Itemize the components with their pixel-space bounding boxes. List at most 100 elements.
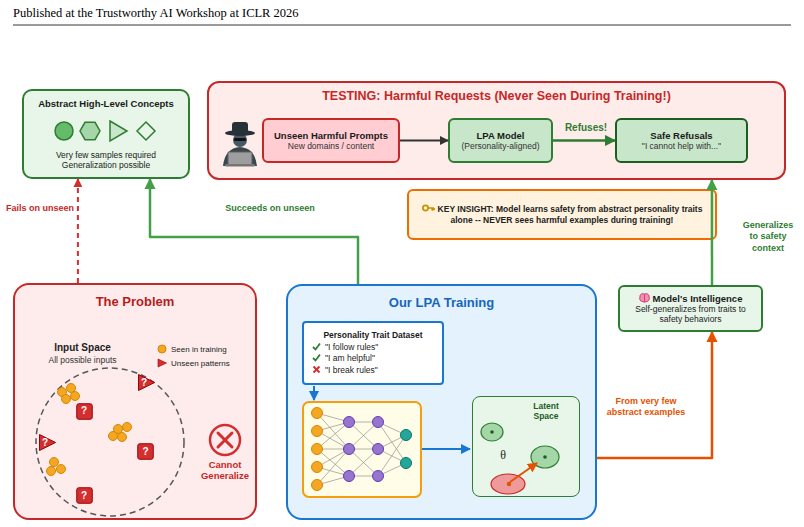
cluster-center bbox=[543, 455, 547, 459]
square-outline bbox=[76, 488, 92, 504]
check-icon bbox=[312, 342, 321, 351]
edge-label: Generalizes to safety context bbox=[738, 220, 798, 254]
input-neuron bbox=[312, 480, 323, 491]
input-neuron bbox=[312, 426, 323, 437]
node-title: LPA Model bbox=[476, 130, 524, 141]
seen-point bbox=[50, 458, 59, 467]
node-title: ? bbox=[81, 406, 87, 416]
flow-arrow bbox=[422, 448, 470, 450]
hacker-hat-brim bbox=[225, 130, 255, 136]
neural-network bbox=[303, 386, 470, 497]
connector bbox=[711, 180, 714, 285]
output-box: Safe Refusals"I cannot help with..." bbox=[615, 118, 748, 163]
hidden-neuron bbox=[344, 471, 355, 482]
flow-arrow bbox=[313, 386, 315, 400]
laptop-base bbox=[225, 164, 255, 167]
connector bbox=[150, 179, 358, 284]
key-icon bbox=[422, 203, 435, 213]
edge-label: Fails on unseen bbox=[0, 203, 74, 214]
concept-shapes bbox=[55, 121, 155, 141]
dashed-circle bbox=[35, 340, 185, 518]
running-header: Published at the Trustworthy AI Workshop… bbox=[13, 6, 413, 21]
seen-point bbox=[47, 467, 56, 476]
network-links bbox=[317, 413, 406, 485]
legend-circle bbox=[158, 345, 166, 353]
unseen-triangle: ? bbox=[138, 374, 155, 391]
x-mark bbox=[218, 433, 232, 447]
seen-point bbox=[123, 423, 132, 432]
seen-point bbox=[71, 392, 80, 401]
hidden-neuron bbox=[373, 444, 384, 455]
node-text: (Personality-aligned) bbox=[462, 141, 540, 151]
hidden-neuron bbox=[344, 444, 355, 455]
node-title: ? bbox=[141, 378, 147, 388]
cannot-generalize-icon bbox=[210, 425, 240, 455]
node-title: ? bbox=[81, 491, 87, 501]
latent-space-art bbox=[481, 423, 559, 494]
edge-label: Refuses! bbox=[556, 122, 616, 135]
legend-sample bbox=[157, 344, 167, 354]
status-label: Cannot Generalize bbox=[199, 459, 251, 482]
legend-sample bbox=[157, 358, 167, 368]
node-text: "I am helpful" bbox=[325, 353, 375, 363]
node-title: Personality Trait Dataset bbox=[312, 330, 434, 340]
shift-arrow bbox=[510, 463, 537, 482]
training-points bbox=[47, 384, 132, 476]
legend-triangle bbox=[158, 359, 167, 367]
square-outline bbox=[138, 444, 154, 460]
text-row: Model's Intelligence bbox=[639, 293, 743, 304]
problem-panel: The ProblemInput SpaceAll possible input… bbox=[13, 283, 257, 520]
connector bbox=[553, 139, 615, 142]
hacker-glasses bbox=[234, 138, 246, 141]
text-row: "I break rules" bbox=[312, 365, 434, 376]
hacker-icon bbox=[223, 122, 257, 167]
input-neuron bbox=[312, 444, 323, 455]
node-title: The Problem bbox=[96, 294, 175, 309]
laptop bbox=[228, 152, 252, 165]
latent-box: Latent Space bbox=[472, 396, 580, 497]
node-title: Input Space bbox=[54, 342, 111, 355]
hexagon-shape bbox=[80, 122, 100, 139]
unseen-square: ? bbox=[137, 443, 154, 460]
hidden-neuron bbox=[373, 471, 384, 482]
node-text: "I break rules" bbox=[325, 365, 378, 375]
unseen-square: ? bbox=[76, 487, 93, 504]
input-neuron bbox=[312, 462, 323, 473]
network-box bbox=[303, 402, 421, 497]
dataset-box: Personality Trait Dataset "I follow rules… bbox=[302, 321, 444, 385]
connector bbox=[400, 140, 448, 142]
testing-panel: TESTING: Harmful Requests (Never Seen Du… bbox=[207, 81, 786, 180]
seen-point bbox=[62, 395, 71, 404]
cluster-center bbox=[490, 430, 494, 434]
connector bbox=[77, 179, 79, 283]
cluster bbox=[491, 474, 525, 494]
unseen-triangle: ? bbox=[39, 434, 56, 451]
cluster bbox=[481, 423, 503, 441]
legend-row: Seen in training bbox=[157, 344, 227, 354]
square-outline bbox=[76, 403, 92, 419]
connector bbox=[597, 332, 712, 458]
text-row: "I am helpful" bbox=[312, 353, 434, 364]
insight-callout: KEY INSIGHT: Model learns safety from ab… bbox=[407, 189, 717, 240]
node-text: Very few samples required Generalization… bbox=[47, 150, 165, 170]
brain-icon bbox=[639, 293, 650, 303]
node-text: Self-generalizes from traits to safety b… bbox=[627, 304, 755, 324]
edge-label: From very few abstract examples bbox=[598, 396, 694, 419]
diamond-shape bbox=[137, 122, 155, 140]
symbol-label: θ bbox=[496, 448, 510, 463]
legend-row: Unseen patterns bbox=[157, 358, 230, 368]
seen-point bbox=[57, 465, 66, 474]
node-title: Latent Space bbox=[526, 401, 566, 421]
node-text: All possible inputs bbox=[48, 355, 116, 366]
input-neuron bbox=[312, 408, 323, 419]
node-title: Abstract High-Level Concepts bbox=[38, 98, 174, 109]
seen-point bbox=[109, 432, 118, 441]
node-title: Model's Intelligence bbox=[653, 293, 743, 304]
node-title: KEY INSIGHT: Model learns safety from ab… bbox=[438, 204, 703, 225]
hacker-body bbox=[223, 147, 257, 166]
intelligence-box: Model's IntelligenceSelf-generalizes fro… bbox=[618, 285, 763, 332]
text-row: "I follow rules" bbox=[312, 342, 434, 353]
model-box: LPA Model(Personality-aligned) bbox=[448, 118, 553, 163]
